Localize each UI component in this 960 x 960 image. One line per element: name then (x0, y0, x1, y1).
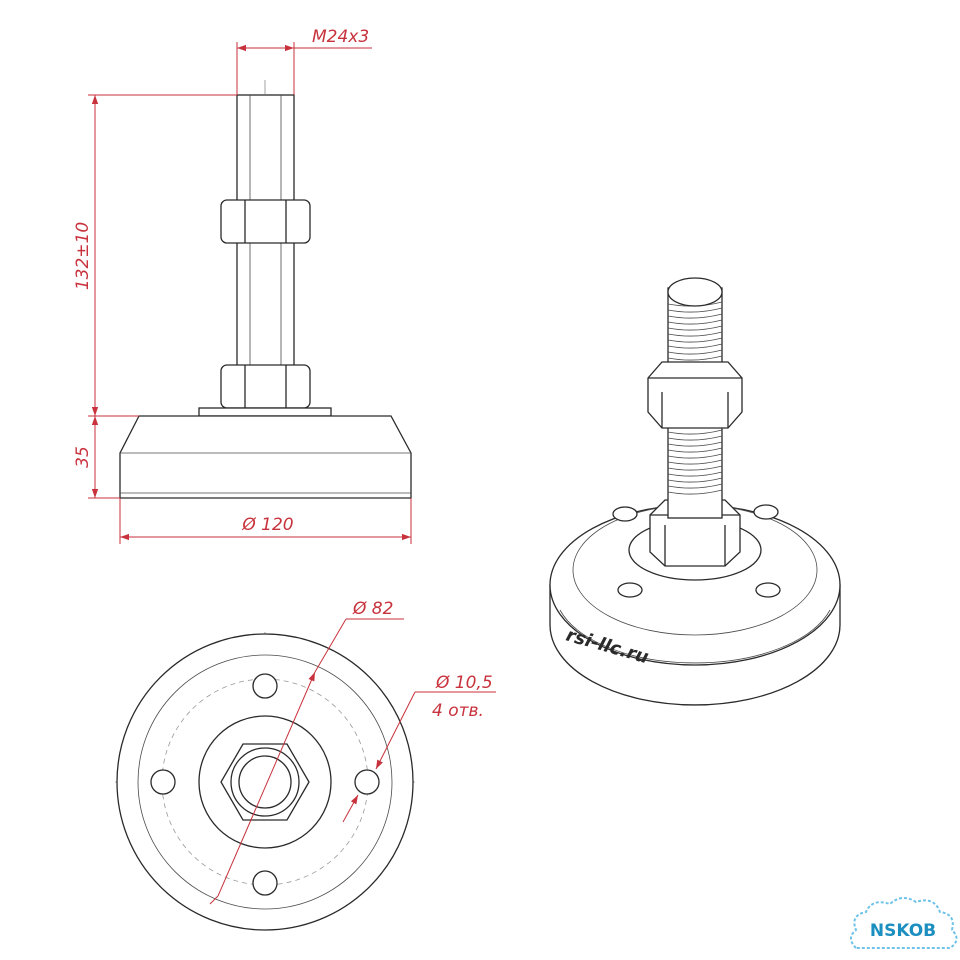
top-view (115, 632, 415, 931)
side-view (119, 80, 412, 499)
rod-threads (667, 301, 723, 495)
thread-line (667, 489, 723, 495)
height-label: 132±10 (73, 222, 93, 290)
cloud-icon (850, 897, 958, 949)
logo-text: NSKOB (870, 921, 936, 941)
isometric-view: rsi-llc.ru (549, 277, 841, 706)
mounting-hole-right (354, 769, 380, 795)
hole-diameter-label: Ø 10,5 (435, 673, 493, 693)
washer-plate (198, 407, 332, 417)
logo-badge: NSKOB (850, 897, 958, 949)
thread-line (667, 453, 723, 459)
thread-line (667, 477, 723, 483)
thread-line (667, 349, 723, 355)
thread-line (667, 459, 723, 465)
mounting-hole-3d (612, 506, 638, 522)
hole-count-label: 4 отв. (432, 701, 484, 721)
thread-line (667, 313, 723, 319)
bolt-circle-label: Ø 82 (352, 599, 393, 619)
mounting-hole-top (252, 673, 278, 699)
mounting-hole-3d (617, 582, 643, 598)
thread-line (667, 343, 723, 349)
mounting-hole-3d (753, 504, 779, 520)
mounting-hole-left (150, 769, 176, 795)
thread-line (667, 337, 723, 343)
base-height-label: 35 (73, 446, 93, 468)
thread-line (667, 307, 723, 313)
rod-end-3d (667, 277, 723, 307)
base-side (119, 415, 412, 499)
thread-line (667, 331, 723, 337)
thread-line (667, 447, 723, 453)
thread-line (667, 465, 723, 471)
thread-line (667, 429, 723, 435)
bottom-nut (220, 364, 311, 409)
thread-line (667, 483, 723, 489)
top-nut (220, 199, 311, 244)
mounting-hole-bottom (252, 870, 278, 896)
thread-line (667, 441, 723, 447)
thread-line (667, 435, 723, 441)
thread-line (667, 355, 723, 361)
thread-line (667, 319, 723, 325)
mounting-hole-3d (755, 582, 781, 598)
hex-nut-top (220, 743, 310, 821)
top-view-dimensions: Ø 82 Ø 10,5 4 отв. (209, 599, 496, 905)
base-diameter-label: Ø 120 (241, 515, 293, 535)
thread-line (667, 325, 723, 331)
thread-label: M24x3 (312, 27, 369, 47)
side-view-dimensions: M24x3 132±10 35 Ø 120 (73, 27, 412, 544)
thread-line (667, 471, 723, 477)
